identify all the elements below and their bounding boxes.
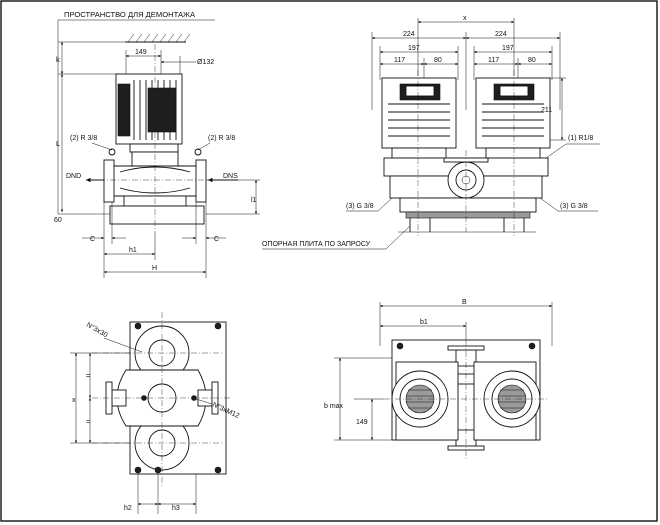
side-view: ПРОСТРАНСТВО ДЛЯ ДЕМОНТАЖА k L 149 Ø132 (54, 10, 260, 278)
dim-b-max: b max (324, 403, 344, 410)
dim-149: 149 (135, 49, 147, 56)
motor-top-right (473, 361, 541, 441)
motor-top-left (391, 361, 459, 441)
dim-h2: h2 (124, 505, 132, 512)
dns-label: DNS (223, 173, 238, 180)
motor-right-front (475, 77, 551, 159)
dim-k: k (56, 55, 60, 64)
dim-b1: b1 (420, 319, 428, 326)
dim-c-right: C (214, 236, 219, 243)
dim-117-right: 117 (488, 57, 499, 64)
port-g38-right-label: (3) G 3/8 (560, 203, 588, 210)
dim-h1: h1 (129, 247, 137, 254)
plan-dim-eq-1: = (86, 373, 90, 380)
ceiling-hatch (125, 33, 191, 43)
dim-h3: h3 (172, 505, 180, 512)
dim-117-left: 117 (394, 57, 405, 64)
motor-left-front (381, 77, 457, 159)
dim-diameter-132: Ø132 (197, 59, 214, 66)
dim-224-right: 224 (495, 31, 507, 38)
dim-197-left: 197 (408, 45, 420, 52)
dim-L: L (56, 139, 60, 148)
dnd-label: DND (66, 173, 81, 180)
port-left-label: (2) R 3/8 (70, 135, 97, 142)
dim-197-right: 197 (502, 45, 514, 52)
dim-211: 211 (541, 107, 552, 114)
dim-c-left: C (90, 236, 95, 243)
dim-224-left: 224 (403, 31, 415, 38)
port-r18-label: (1) R1/8 (568, 135, 593, 142)
port-g38-left-label: (3) G 3/8 (346, 203, 374, 210)
dim-B: B (462, 299, 467, 306)
plan-dim-eq-2: = (86, 419, 90, 426)
dim-149-top: 149 (356, 419, 368, 426)
front-view: x 224 224 197 197 117 80 117 80 (262, 15, 600, 250)
holes-top-label: N°3x30 (85, 321, 109, 339)
dim-60: 60 (54, 217, 62, 224)
dim-80-right: 80 (528, 57, 536, 64)
plan-view: x = = N°3x30 N°3xM12 h2 h3 (70, 312, 241, 514)
dim-H: H (152, 265, 157, 272)
plan-dim-x: x (72, 397, 76, 404)
front-dim-x: x (463, 15, 467, 22)
dim-l1: l1 (251, 197, 257, 204)
service-space-label: ПРОСТРАНСТВО ДЛЯ ДЕМОНТАЖА (64, 10, 196, 19)
top-view: B b1 (324, 299, 553, 460)
port-right-label: (2) R 3/8 (208, 135, 235, 142)
dim-80-left: 80 (434, 57, 442, 64)
motor-side (115, 73, 183, 153)
base-plate-label: ОПОРНАЯ ПЛИТА ПО ЗАПРОСУ (262, 241, 371, 248)
